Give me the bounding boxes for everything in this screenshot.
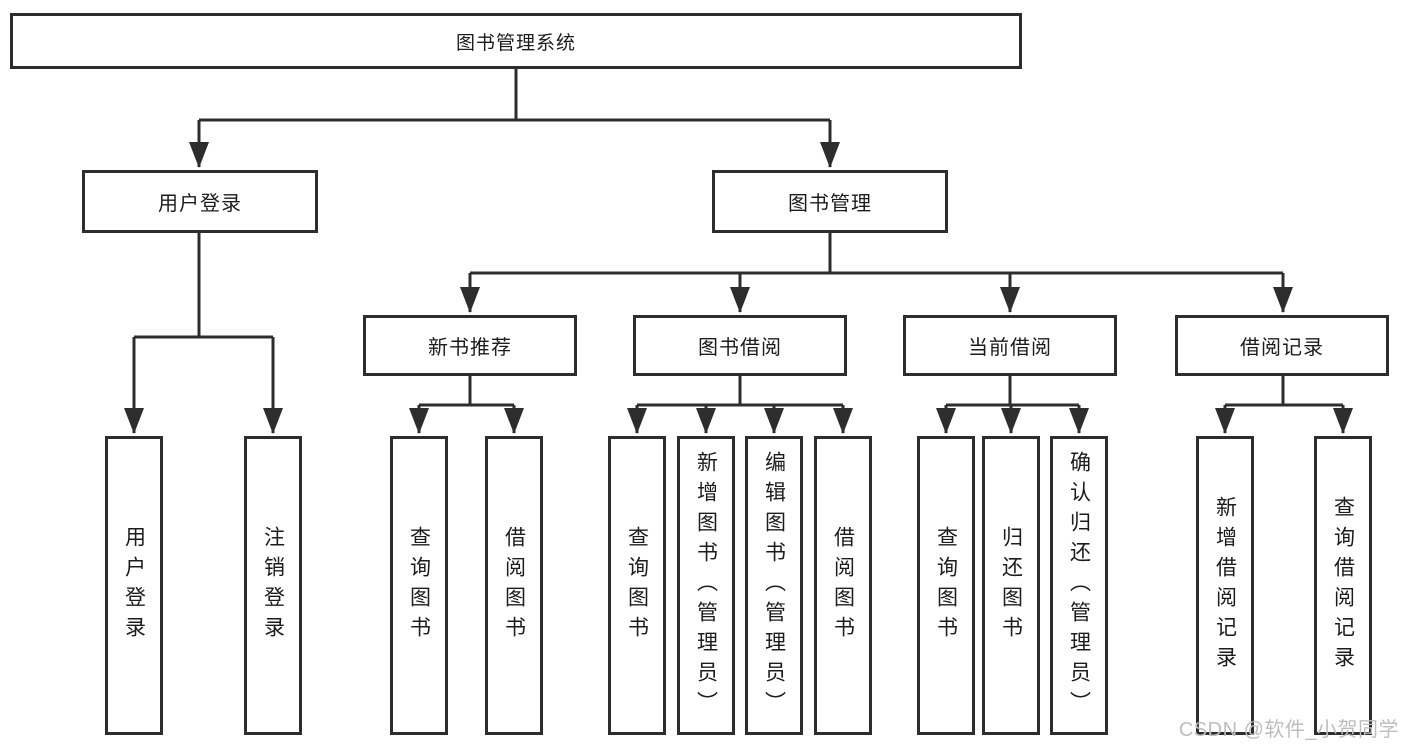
node-book-borrowing: 图书借阅 (633, 315, 847, 376)
leaf-add-borrow-record: 新增借阅记录 (1196, 436, 1254, 735)
leaf-query-borrow-record: 查询借阅记录 (1314, 436, 1372, 735)
leaf-label: 确认归还（管理员） (1067, 450, 1091, 721)
node-current-borrowing: 当前借阅 (903, 315, 1117, 376)
csdn-watermark: CSDN @软件_小贺同学 (1178, 719, 1399, 741)
leaf-label: 归还图书 (999, 525, 1023, 646)
leaf-label: 借阅图书 (502, 525, 526, 646)
leaf-label: 用户登录 (122, 525, 146, 646)
node-new-book-recommend: 新书推荐 (363, 315, 577, 376)
leaf-return-books: 归还图书 (982, 436, 1040, 735)
leaf-label: 编辑图书（管理员） (762, 450, 786, 721)
leaf-label: 注销登录 (261, 525, 285, 646)
leaf-borrow-books-recommend: 借阅图书 (485, 436, 543, 735)
leaf-edit-book-admin: 编辑图书（管理员） (745, 436, 803, 735)
leaf-add-book-admin: 新增图书（管理员） (677, 436, 735, 735)
node-book-management: 图书管理 (712, 170, 948, 233)
leaf-query-books-borrowing: 查询图书 (608, 436, 666, 735)
leaf-label: 查询图书 (407, 525, 431, 646)
connector-user-login-bus (134, 233, 273, 339)
node-book-borrowing-label: 图书借阅 (698, 337, 782, 359)
connector-root-bus (199, 69, 830, 122)
node-book-management-label: 图书管理 (788, 193, 872, 215)
node-new-book-recommend-label: 新书推荐 (428, 337, 512, 359)
leaf-user-login: 用户登录 (105, 436, 163, 735)
leaf-logout: 注销登录 (244, 436, 302, 735)
node-borrowing-records: 借阅记录 (1175, 315, 1389, 376)
leaf-label: 查询图书 (934, 525, 958, 646)
leaf-borrow-books: 借阅图书 (814, 436, 872, 735)
node-current-borrowing-label: 当前借阅 (968, 337, 1052, 359)
leaf-label: 查询借阅记录 (1331, 495, 1355, 676)
leaf-query-books-current: 查询图书 (917, 436, 975, 735)
leaf-confirm-return-admin: 确认归还（管理员） (1050, 436, 1108, 735)
node-root-label: 图书管理系统 (455, 32, 576, 54)
leaf-label: 查询图书 (625, 525, 649, 646)
node-user-login-label: 用户登录 (158, 193, 242, 215)
connector-book-mgmt-bus (470, 233, 1283, 275)
connector-level3-buses (419, 376, 1343, 407)
leaf-label: 借阅图书 (831, 525, 855, 646)
node-borrowing-records-label: 借阅记录 (1240, 337, 1324, 359)
leaf-label: 新增借阅记录 (1213, 495, 1237, 676)
node-root-library-system: 图书管理系统 (10, 13, 1022, 69)
node-user-login: 用户登录 (82, 170, 318, 233)
arrow-drops (124, 120, 1353, 434)
leaf-label: 新增图书（管理员） (694, 450, 718, 721)
leaf-query-books-recommend: 查询图书 (390, 436, 448, 735)
